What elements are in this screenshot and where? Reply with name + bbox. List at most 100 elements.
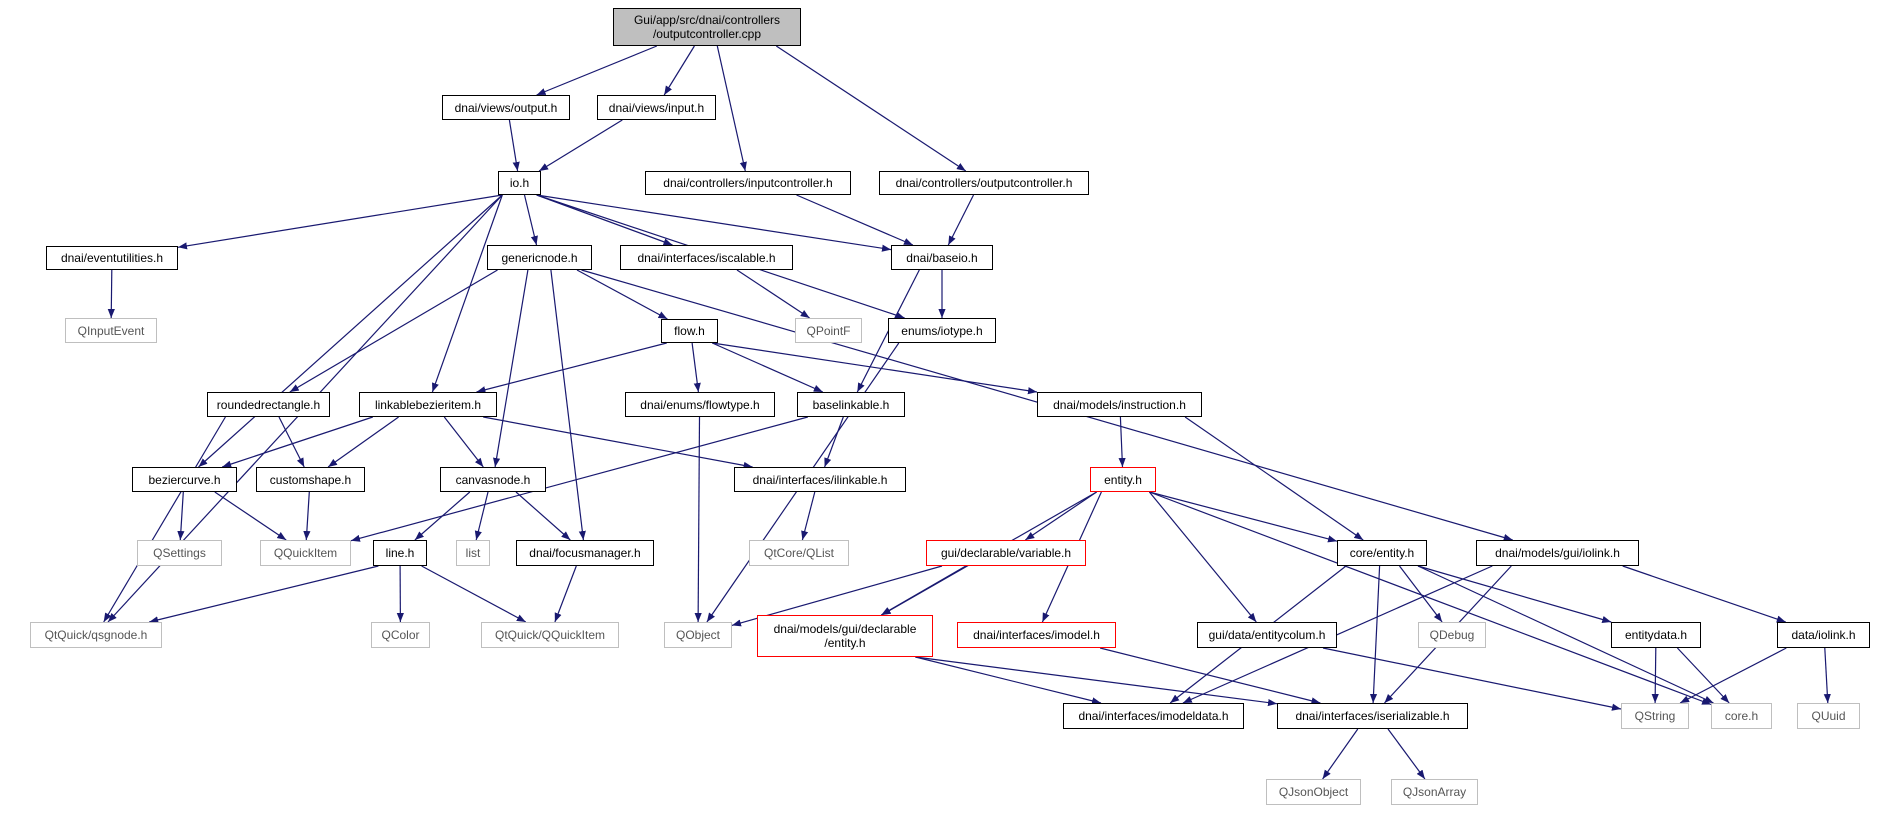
node-customshape[interactable]: customshape.h (256, 467, 365, 492)
edge-entity_h-to-variable (1024, 491, 1097, 541)
edge-io-to-beziercurve (198, 194, 503, 468)
edge-entitydata-to-qstring (1651, 647, 1659, 704)
edge-entitydata-to-core_h (1676, 647, 1730, 704)
edge-io-to-genericnode (523, 194, 538, 246)
node-iotype[interactable]: enums/iotype.h (888, 318, 996, 343)
edge-linkablebezieritem-to-ilinkable (483, 416, 753, 469)
node-linkablebezieritem[interactable]: linkablebezieritem.h (359, 392, 497, 417)
edge-variable-to-decl_entity (880, 565, 967, 616)
edge-entity_h-to-core_entity (1149, 491, 1338, 543)
node-qtquick-qquickitem: QtQuick/QQuickItem (481, 622, 619, 648)
edge-genericnode-to-focusmanager (550, 269, 586, 541)
edge-flowtype-to-qobject (694, 416, 702, 623)
edge-genericnode-to-roundedrectangle (289, 269, 498, 393)
node-line[interactable]: line.h (373, 540, 427, 566)
node-qpointf: QPointF (795, 318, 862, 343)
node-inputcontroller[interactable]: dnai/controllers/inputcontroller.h (645, 171, 851, 195)
edge-io-to-baseio (536, 194, 892, 252)
edge-baselinkable-to-ilinkable (824, 416, 844, 468)
edge-ilinkable-to-qtcore_qlist (801, 491, 816, 541)
node-qtcore-qlist: QtCore/QList (749, 540, 849, 566)
node-qjsonobject: QJsonObject (1266, 779, 1361, 805)
node-list: list (456, 540, 490, 566)
edge-views_output-to-io (508, 119, 520, 172)
edge-flow-to-flowtype (691, 342, 701, 393)
edge-iscalable-to-qpointf (736, 269, 810, 319)
edge-line-to-qsgnode (149, 565, 379, 624)
edge-root-to-views_input (663, 45, 695, 96)
edge-entitycolum-to-qstring (1322, 647, 1622, 711)
edge-canvasnode-to-focusmanager (515, 491, 571, 541)
edge-iolink_gui-to-imodeldata (1182, 565, 1493, 704)
node-eventutilities[interactable]: dnai/eventutilities.h (46, 246, 178, 270)
edge-data_iolink-to-qstring (1679, 647, 1787, 704)
node-decl-entity[interactable]: dnai/models/gui/declarable /entity.h (757, 615, 933, 657)
edge-entity_h-to-entitycolum (1148, 491, 1257, 623)
edge-customshape-to-qquickitem (303, 491, 311, 541)
node-variable[interactable]: gui/declarable/variable.h (926, 540, 1086, 566)
node-views-output[interactable]: dnai/views/output.h (442, 95, 570, 120)
edge-flow-to-instruction (712, 342, 1038, 395)
edge-beziercurve-to-qquickitem (214, 491, 287, 541)
edge-io-to-eventutilities (177, 194, 503, 250)
node-roundedrectangle[interactable]: roundedrectangle.h (207, 392, 330, 417)
node-canvasnode[interactable]: canvasnode.h (440, 467, 546, 492)
edge-iserializable-to-qjsonobject (1322, 728, 1359, 780)
edge-roundedrectangle-to-customshape (278, 416, 305, 468)
edge-iolink_gui-to-data_iolink (1622, 565, 1786, 623)
node-flow[interactable]: flow.h (661, 319, 718, 343)
node-qobject: QObject (664, 622, 732, 648)
edge-io-to-iscalable (536, 194, 673, 246)
edge-inputcontroller-to-baseio (796, 194, 914, 246)
edge-linkablebezieritem-to-customshape (327, 416, 399, 468)
edge-outputcontroller-to-baseio (947, 194, 975, 246)
node-outputcontroller[interactable]: dnai/controllers/outputcontroller.h (879, 171, 1089, 195)
node-io[interactable]: io.h (498, 171, 541, 195)
node-entitycolum[interactable]: gui/data/entitycolum.h (1197, 622, 1337, 648)
edge-genericnode-to-canvasnode (493, 269, 529, 468)
node-iolink-gui[interactable]: dnai/models/gui/iolink.h (1476, 540, 1639, 566)
edge-linkablebezieritem-to-beziercurve (222, 416, 373, 468)
node-entity-h[interactable]: entity.h (1090, 467, 1156, 492)
edge-instruction-to-entity_h (1118, 416, 1126, 468)
edge-canvasnode-to-list (474, 491, 489, 541)
edge-genericnode-to-flow (576, 269, 668, 320)
node-iscalable[interactable]: dnai/interfaces/iscalable.h (620, 245, 793, 270)
node-baselinkable[interactable]: baselinkable.h (797, 392, 905, 417)
node-root[interactable]: Gui/app/src/dnai/controllers /outputcont… (613, 8, 801, 46)
edge-core_entity-to-entitydata (1417, 565, 1612, 623)
node-qquickitem: QQuickItem (260, 540, 351, 566)
node-iserializable[interactable]: dnai/interfaces/iserializable.h (1277, 703, 1468, 729)
edge-instruction-to-core_entity (1184, 416, 1364, 541)
edge-root-to-views_output (536, 45, 658, 96)
edge-core_entity-to-core_h (1417, 565, 1714, 704)
edge-baselinkable-to-qquickitem (350, 416, 808, 542)
node-beziercurve[interactable]: beziercurve.h (132, 467, 237, 492)
node-genericnode[interactable]: genericnode.h (487, 245, 592, 270)
node-qsettings: QSettings (137, 540, 222, 566)
node-imodeldata[interactable]: dnai/interfaces/imodeldata.h (1063, 703, 1244, 729)
node-imodel[interactable]: dnai/interfaces/imodel.h (957, 622, 1116, 648)
node-views-input[interactable]: dnai/views/input.h (597, 95, 716, 120)
node-core-entity[interactable]: core/entity.h (1337, 540, 1427, 566)
node-instruction[interactable]: dnai/models/instruction.h (1037, 392, 1202, 417)
node-focusmanager[interactable]: dnai/focusmanager.h (516, 540, 654, 566)
edge-eventutilities-to-qinputevent (107, 269, 115, 319)
node-entitydata[interactable]: entitydata.h (1611, 622, 1701, 648)
node-data-iolink[interactable]: data/iolink.h (1777, 622, 1870, 648)
node-ilinkable[interactable]: dnai/interfaces/ilinkable.h (734, 467, 906, 492)
node-qsgnode: QtQuick/qsgnode.h (30, 622, 162, 648)
edge-iserializable-to-qjsonarray (1387, 728, 1426, 780)
edge-focusmanager-to-qtquick_qquickitem (554, 565, 577, 623)
node-qjsonarray: QJsonArray (1391, 779, 1478, 805)
node-core-h: core.h (1711, 703, 1772, 729)
edge-roundedrectangle-to-qsgnode (103, 416, 226, 623)
node-baseio[interactable]: dnai/baseio.h (891, 245, 993, 270)
edge-root-to-outputcontroller (775, 45, 967, 172)
node-qdebug: QDebug (1418, 622, 1486, 648)
node-flowtype[interactable]: dnai/enums/flowtype.h (625, 392, 775, 417)
edge-decl_entity-to-iserializable (915, 656, 1278, 707)
edge-decl_entity-to-imodeldata (915, 656, 1102, 705)
edge-core_entity-to-iserializable (1369, 565, 1381, 704)
